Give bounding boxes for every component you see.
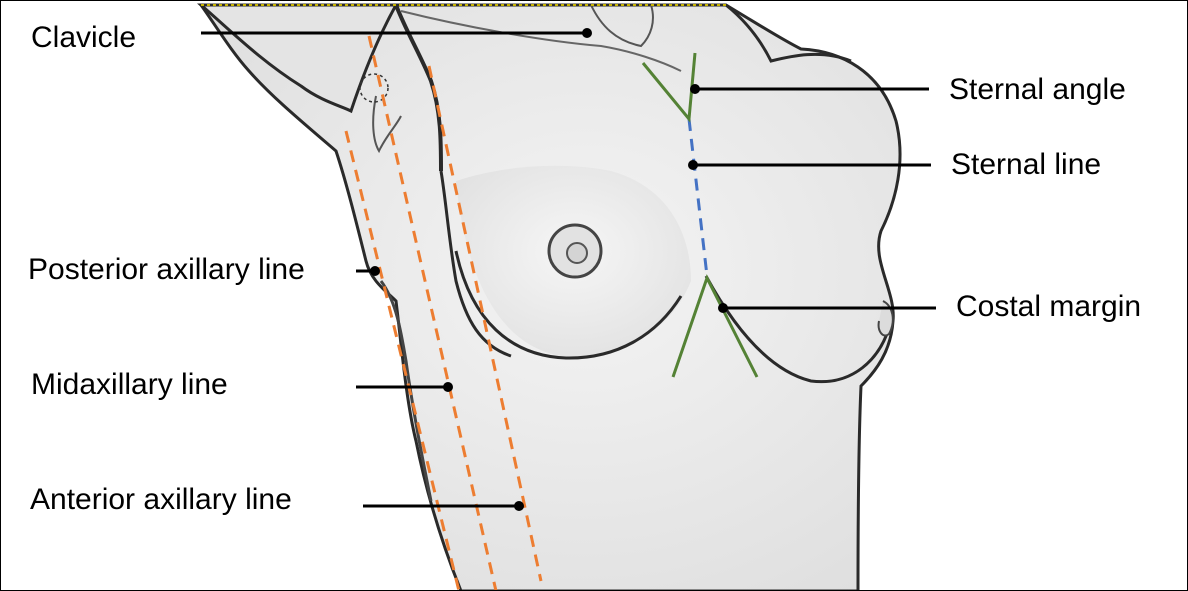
label-sternal-line: Sternal line — [951, 148, 1102, 181]
label-anterior-axillary-line: Anterior axillary line — [30, 483, 292, 516]
breast-right — [704, 275, 893, 384]
axilla-marker-circle — [359, 73, 389, 103]
midaxillary-line — [367, 35, 498, 590]
sternal-line — [687, 118, 709, 277]
leader-dot-anterior-axillary — [514, 501, 524, 511]
leader-dot-sternal-line — [688, 160, 698, 170]
leader-dot-midaxillary — [443, 382, 453, 392]
label-posterior-axillary-line: Posterior axillary line — [28, 253, 305, 286]
leader-dot-sternal-angle — [690, 84, 700, 94]
axilla-inner-fold — [372, 95, 402, 154]
costal-margin-mark — [671, 274, 759, 378]
label-clavicle: Clavicle — [31, 21, 137, 54]
clavicle-contour — [400, 10, 682, 72]
side-contour-lower — [379, 280, 433, 502]
nipple — [566, 242, 588, 264]
label-sternal-angle: Sternal angle — [949, 73, 1126, 106]
anterior-axillary-line — [427, 65, 543, 582]
shoulder-right-contour — [725, 3, 852, 63]
leader-dot-posterior-axillary — [370, 266, 380, 276]
axilla-fold — [394, 4, 443, 172]
neck-contour — [590, 4, 654, 48]
sternal-angle-mark — [641, 52, 697, 123]
leader-dot-costal-margin — [718, 303, 728, 313]
breast-left-underline — [454, 250, 683, 360]
leader-dot-clavicle — [582, 28, 592, 38]
label-midaxillary-line: Midaxillary line — [31, 368, 228, 401]
label-costal-margin: Costal margin — [956, 290, 1142, 323]
